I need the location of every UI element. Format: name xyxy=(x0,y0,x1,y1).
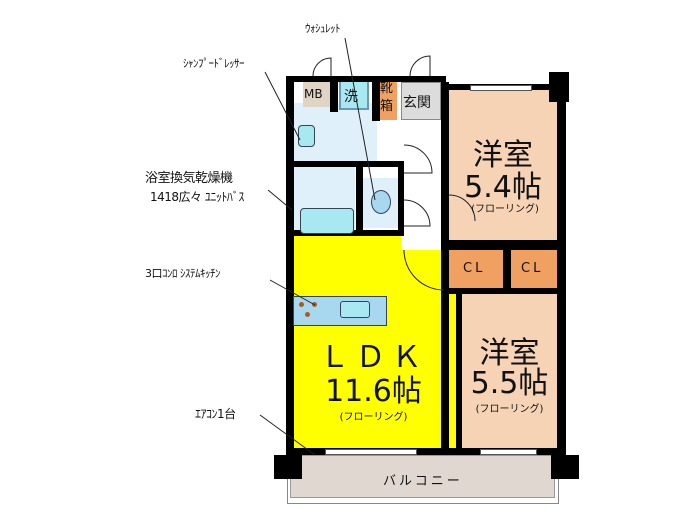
callout-shampoo-dresser: ｼｬﾝﾌﾟｰﾄﾞﾚｯｻｰ xyxy=(183,57,245,70)
mb-room xyxy=(303,82,330,107)
wall xyxy=(549,72,569,102)
western1-floor: (フローリング) xyxy=(471,204,539,215)
wall xyxy=(372,76,380,121)
ldk-name: ＬＤＫ xyxy=(319,340,428,375)
western2-name: 洋室 xyxy=(479,336,540,371)
window xyxy=(470,85,532,91)
room-western-2 xyxy=(462,292,557,452)
balcony xyxy=(290,455,555,498)
western2-size: 5.5帖 xyxy=(470,366,549,401)
ldk-size: 11.6帖 xyxy=(325,374,422,409)
wall xyxy=(286,76,294,455)
wall xyxy=(446,288,558,294)
pillar xyxy=(551,455,579,479)
wall xyxy=(294,161,401,167)
entrance xyxy=(401,82,441,120)
balcony-label: バルコニー xyxy=(383,474,463,489)
mb-label: MB xyxy=(304,87,323,101)
callout-aircon: ｴｱｺﾝ1台 xyxy=(195,407,236,421)
window xyxy=(325,449,417,455)
shoe-box xyxy=(380,80,397,120)
stove-burner xyxy=(299,302,304,307)
entrance-label: 玄関 xyxy=(403,95,431,111)
callout-washlet: ｳｫｼｭﾚｯﾄ xyxy=(305,22,341,35)
room-western-1 xyxy=(449,90,557,240)
western1-size: 5.4帖 xyxy=(464,170,542,205)
shoe-box-label: 靴箱 xyxy=(380,81,394,114)
wall xyxy=(456,290,462,452)
corridor xyxy=(401,120,441,250)
stove-burner xyxy=(305,312,310,317)
closet-2 xyxy=(511,250,557,288)
wall xyxy=(503,250,511,288)
kitchen-sink xyxy=(340,301,370,318)
wall xyxy=(286,448,566,455)
washer-label: 洗 xyxy=(344,89,358,105)
pillar xyxy=(274,455,302,479)
callout-bath-dryer: 浴室換気乾燥機 xyxy=(145,171,233,186)
closet-1 xyxy=(447,250,503,288)
balcony-rail xyxy=(287,455,559,504)
window xyxy=(480,449,537,455)
callout-unit-bath: 1418広々 ﾕﾆｯﾄﾊﾞｽ xyxy=(150,190,244,204)
wall xyxy=(441,82,449,452)
wall xyxy=(398,161,404,234)
wall xyxy=(330,82,338,112)
western1-name: 洋室 xyxy=(473,138,533,173)
ldk-floor: (フローリング) xyxy=(339,412,408,423)
closet1-label: CL xyxy=(463,261,486,276)
wall xyxy=(557,72,566,455)
wall xyxy=(356,161,363,234)
wall xyxy=(286,76,446,82)
western2-floor: (フローリング) xyxy=(475,404,544,415)
wall xyxy=(446,240,558,250)
bathtub xyxy=(300,208,354,234)
toilet-fixture xyxy=(371,190,391,214)
room-ldk xyxy=(291,236,456,452)
callout-kitchen: 3口ｺﾝﾛ ｼｽﾃﾑｷｯﾁﾝ xyxy=(145,267,221,280)
closet2-label: CL xyxy=(521,261,544,276)
